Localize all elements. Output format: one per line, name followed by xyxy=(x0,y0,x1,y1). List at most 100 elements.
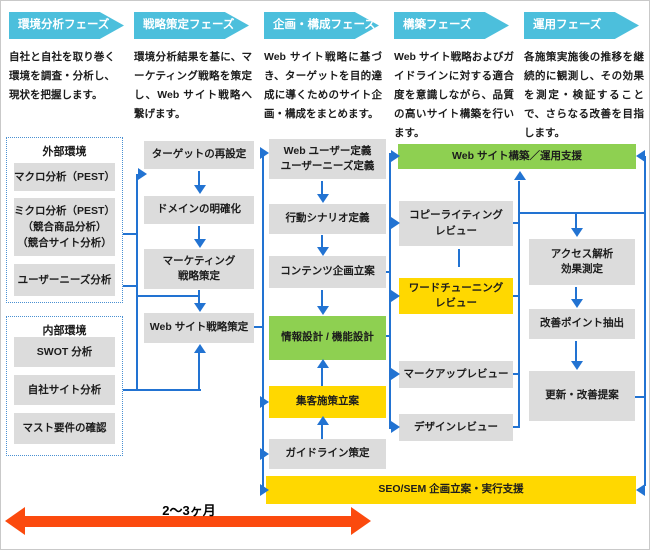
flow-arrowhead-icon xyxy=(391,368,400,380)
phase-ribbon: 構築フェーズ xyxy=(394,12,509,39)
flow-arrowhead-icon xyxy=(391,290,400,302)
flow-line xyxy=(389,153,391,429)
flow-arrowhead-icon xyxy=(194,344,206,353)
flow-arrowhead-icon xyxy=(260,448,269,460)
box-seo-sem-support: SEO/SEM 企画立案・実行支援 xyxy=(266,476,636,504)
flow-arrowhead-icon xyxy=(260,396,269,408)
timeline-label: 2～3ヶ月 xyxy=(162,503,216,518)
phase-operation: 運用フェーズ 各施策実施後の推移を継続的に観測し、その効果を測定・検証することで… xyxy=(524,12,644,143)
flow-arrowhead-icon xyxy=(194,185,206,194)
phase-description: 自社と自社を取り巻く環境を調査・分析し、現状を把握します。 xyxy=(9,51,115,101)
flow-line xyxy=(386,335,391,337)
flow-line xyxy=(198,171,200,187)
flow-line xyxy=(136,174,138,391)
external-environment-group: 外部環境 マクロ分析（PEST） ミクロ分析（PEST） （競合商品分析） （競… xyxy=(6,137,123,303)
box-micro-analysis: ミクロ分析（PEST） （競合商品分析） （競合サイト分析） xyxy=(14,198,115,256)
flow-arrowhead-icon xyxy=(514,171,526,180)
phase-planning: 企画・構成フェーズ Web サイト戦略に基づき、ターゲットを目的達成に導くための… xyxy=(264,12,382,124)
box-markup-review: マークアップレビュー xyxy=(399,361,513,388)
flow-line xyxy=(123,285,137,287)
group-label: 外部環境 xyxy=(42,146,87,158)
flow-line xyxy=(458,249,460,267)
group-label: 内部環境 xyxy=(42,325,87,337)
arrow-left-icon xyxy=(5,507,25,535)
box-swot-analysis: SWOT 分析 xyxy=(14,337,115,367)
phase-description: Web サイト戦略に基づき、ターゲットを目的達成に導くためのサイト企画・構成をま… xyxy=(264,51,382,120)
flow-line xyxy=(644,156,646,486)
box-guideline: ガイドライン策定 xyxy=(269,439,386,469)
flow-arrowhead-icon xyxy=(138,168,147,180)
flow-arrowhead-icon xyxy=(317,194,329,203)
flow-line xyxy=(198,351,200,389)
flow-arrowhead-icon xyxy=(194,303,206,312)
flow-line xyxy=(321,290,323,308)
flow-line xyxy=(513,222,520,224)
flow-arrowhead-icon xyxy=(391,150,400,162)
internal-environment-group: 内部環境 SWOT 分析 自社サイト分析 マスト要件の確認 xyxy=(6,316,123,456)
phase-description: Web サイト戦略およびガイドラインに対する適合度を意識しながら、品質の高いサイ… xyxy=(394,51,514,139)
flow-arrowhead-icon xyxy=(571,228,583,237)
box-marketing-strategy: マーケティング 戦略策定 xyxy=(144,249,254,289)
box-info-function-design: 情報設計 / 機能設計 xyxy=(269,316,386,360)
phase-ribbon: 戦略策定フェーズ xyxy=(134,12,249,39)
box-macro-analysis: マクロ分析（PEST） xyxy=(14,163,115,191)
flow-line xyxy=(123,389,201,391)
flow-line xyxy=(513,295,520,297)
arrow-right-icon xyxy=(351,507,371,535)
flow-line xyxy=(136,295,200,297)
box-improvement-points: 改善ポイント抽出 xyxy=(529,309,635,339)
box-target-reset: ターゲットの再設定 xyxy=(144,141,254,169)
flow-line xyxy=(254,326,264,328)
box-must-requirements: マスト要件の確認 xyxy=(14,413,115,444)
flow-arrowhead-icon xyxy=(391,217,400,229)
flow-arrowhead-icon xyxy=(391,421,400,433)
box-domain-clarification: ドメインの明確化 xyxy=(144,196,254,224)
flow-arrowhead-icon xyxy=(317,306,329,315)
flow-line xyxy=(519,212,646,214)
flow-line xyxy=(262,151,264,491)
flow-line xyxy=(513,373,520,375)
flow-line xyxy=(321,367,323,386)
timeline-shaft xyxy=(23,516,353,527)
flow-arrowhead-icon xyxy=(317,247,329,256)
phase-ribbon: 運用フェーズ xyxy=(524,12,639,39)
box-access-analysis: アクセス解析 効果測定 xyxy=(529,239,635,285)
box-copywriting-review: コピーライティング レビュー xyxy=(399,201,513,246)
phase-environment-analysis: 環境分析フェーズ 自社と自社を取り巻く環境を調査・分析し、現状を把握します。 xyxy=(9,12,124,105)
flow-arrowhead-icon xyxy=(636,484,645,496)
flow-arrowhead-icon xyxy=(317,416,329,425)
flow-line xyxy=(575,287,577,301)
phase-description: 各施策実施後の推移を継続的に観測し、その効果を測定・検証することで、さらなる改善… xyxy=(524,51,644,139)
flow-line xyxy=(386,271,391,273)
box-design-review: デザインレビュー xyxy=(399,414,513,441)
box-attraction-plan: 集客施策立案 xyxy=(269,386,386,418)
flow-line xyxy=(575,214,577,230)
phase-strategy: 戦略策定フェーズ 環境分析結果を基に、マーケティング戦略を策定し、Web サイト… xyxy=(134,12,252,124)
box-user-definition: Web ユーザー定義 ユーザーニーズ定義 xyxy=(269,139,386,179)
flow-line xyxy=(321,181,323,196)
flow-line xyxy=(635,396,645,398)
phase-construction: 構築フェーズ Web サイト戦略およびガイドラインに対する適合度を意識しながら、… xyxy=(394,12,514,143)
box-content-planning: コンテンツ企画立案 xyxy=(269,256,386,288)
flow-arrowhead-icon xyxy=(260,147,269,159)
flow-arrowhead-icon xyxy=(571,361,583,370)
flow-line xyxy=(198,226,200,241)
flow-arrowhead-icon xyxy=(317,359,329,368)
box-own-site-analysis: 自社サイト分析 xyxy=(14,375,115,405)
flow-line xyxy=(198,290,200,303)
flow-arrowhead-icon xyxy=(571,299,583,308)
phase-ribbon: 企画・構成フェーズ xyxy=(264,12,379,39)
box-web-strategy: Web サイト戦略策定 xyxy=(144,313,254,343)
box-word-tuning-review: ワードチューニング レビュー xyxy=(399,278,513,314)
phase-ribbon: 環境分析フェーズ xyxy=(9,12,124,39)
box-behavior-scenario: 行動シナリオ定義 xyxy=(269,204,386,234)
flow-line xyxy=(575,341,577,363)
flow-line xyxy=(321,235,323,249)
flow-arrowhead-icon xyxy=(636,150,645,162)
flow-arrowhead-icon xyxy=(194,239,206,248)
flow-line xyxy=(513,426,520,428)
flow-arrowhead-icon xyxy=(260,484,269,496)
box-site-build-support: Web サイト構築／運用支援 xyxy=(398,144,636,169)
box-user-needs-analysis: ユーザーニーズ分析 xyxy=(14,264,115,296)
